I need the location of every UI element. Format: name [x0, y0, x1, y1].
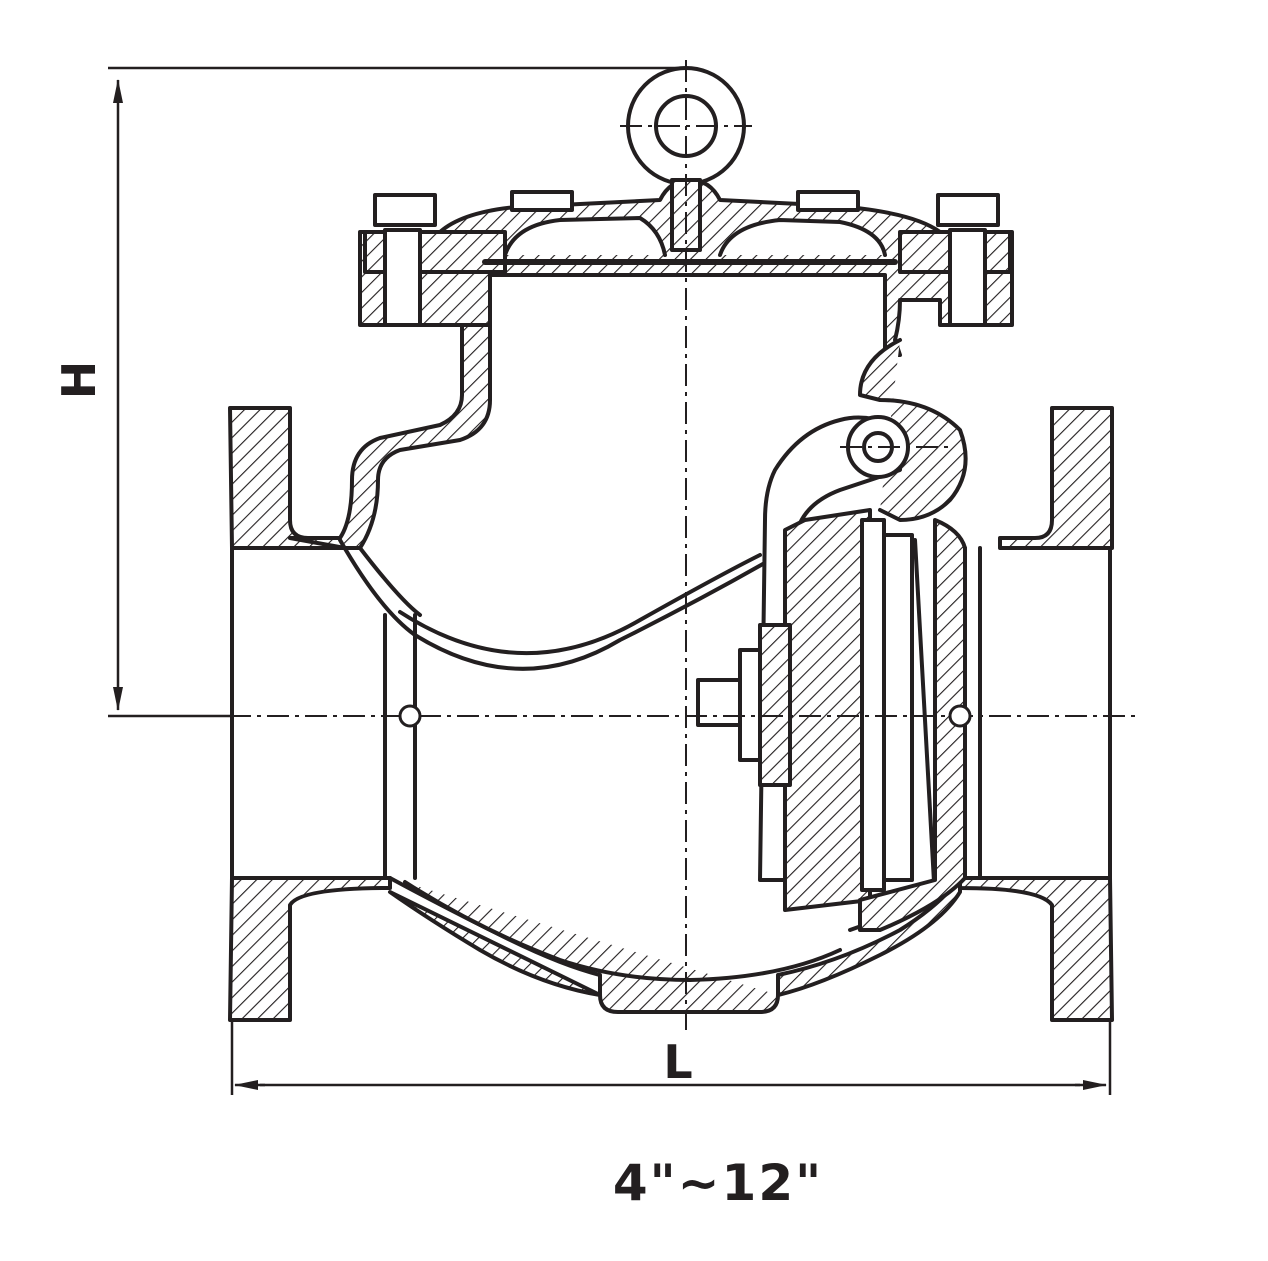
right-flange [958, 406, 1114, 1022]
right-seat-pin [948, 704, 972, 728]
height-label: H [52, 361, 106, 400]
body-bottom [388, 876, 962, 1014]
length-dimension [230, 1020, 1112, 1095]
height-dimension [108, 66, 680, 718]
left-flange [228, 406, 392, 1022]
size-range-label: 4"~12" [613, 1154, 823, 1212]
seat-ring [858, 518, 967, 932]
left-seat-pin [398, 704, 422, 728]
length-label: L [663, 1035, 692, 1089]
disc [696, 508, 937, 932]
